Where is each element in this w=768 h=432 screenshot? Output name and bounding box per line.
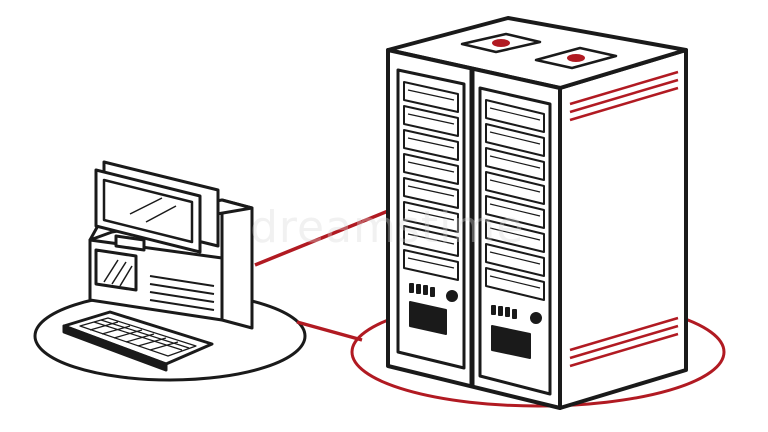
keyboard-edge	[62, 324, 168, 372]
screen-glare	[129, 197, 163, 215]
computer-body-side	[220, 198, 254, 330]
link-platform-to-platform	[296, 320, 363, 342]
server-rack-icon	[386, 16, 688, 410]
right-drive-bays	[485, 99, 545, 301]
vent-stripes	[149, 275, 215, 311]
side-vents-bottom	[569, 316, 679, 368]
power-button-right	[530, 312, 542, 324]
left-door-controls	[409, 283, 458, 335]
display-panel-left	[409, 301, 447, 335]
top-vent-left	[460, 32, 542, 54]
side-vents-top	[569, 70, 679, 122]
link-monitor-to-server	[254, 205, 399, 267]
keyboard-keys	[79, 317, 197, 357]
power-button-left	[446, 290, 458, 302]
left-drive-bays	[403, 81, 459, 281]
watermark: dreamstime	[250, 202, 524, 253]
monitor-screen	[102, 178, 194, 244]
monitor-stand	[114, 234, 146, 252]
top-vent-right	[534, 46, 618, 70]
right-door-controls	[491, 305, 542, 359]
display-panel-right	[491, 325, 531, 359]
desktop-computer-icon	[62, 160, 254, 372]
